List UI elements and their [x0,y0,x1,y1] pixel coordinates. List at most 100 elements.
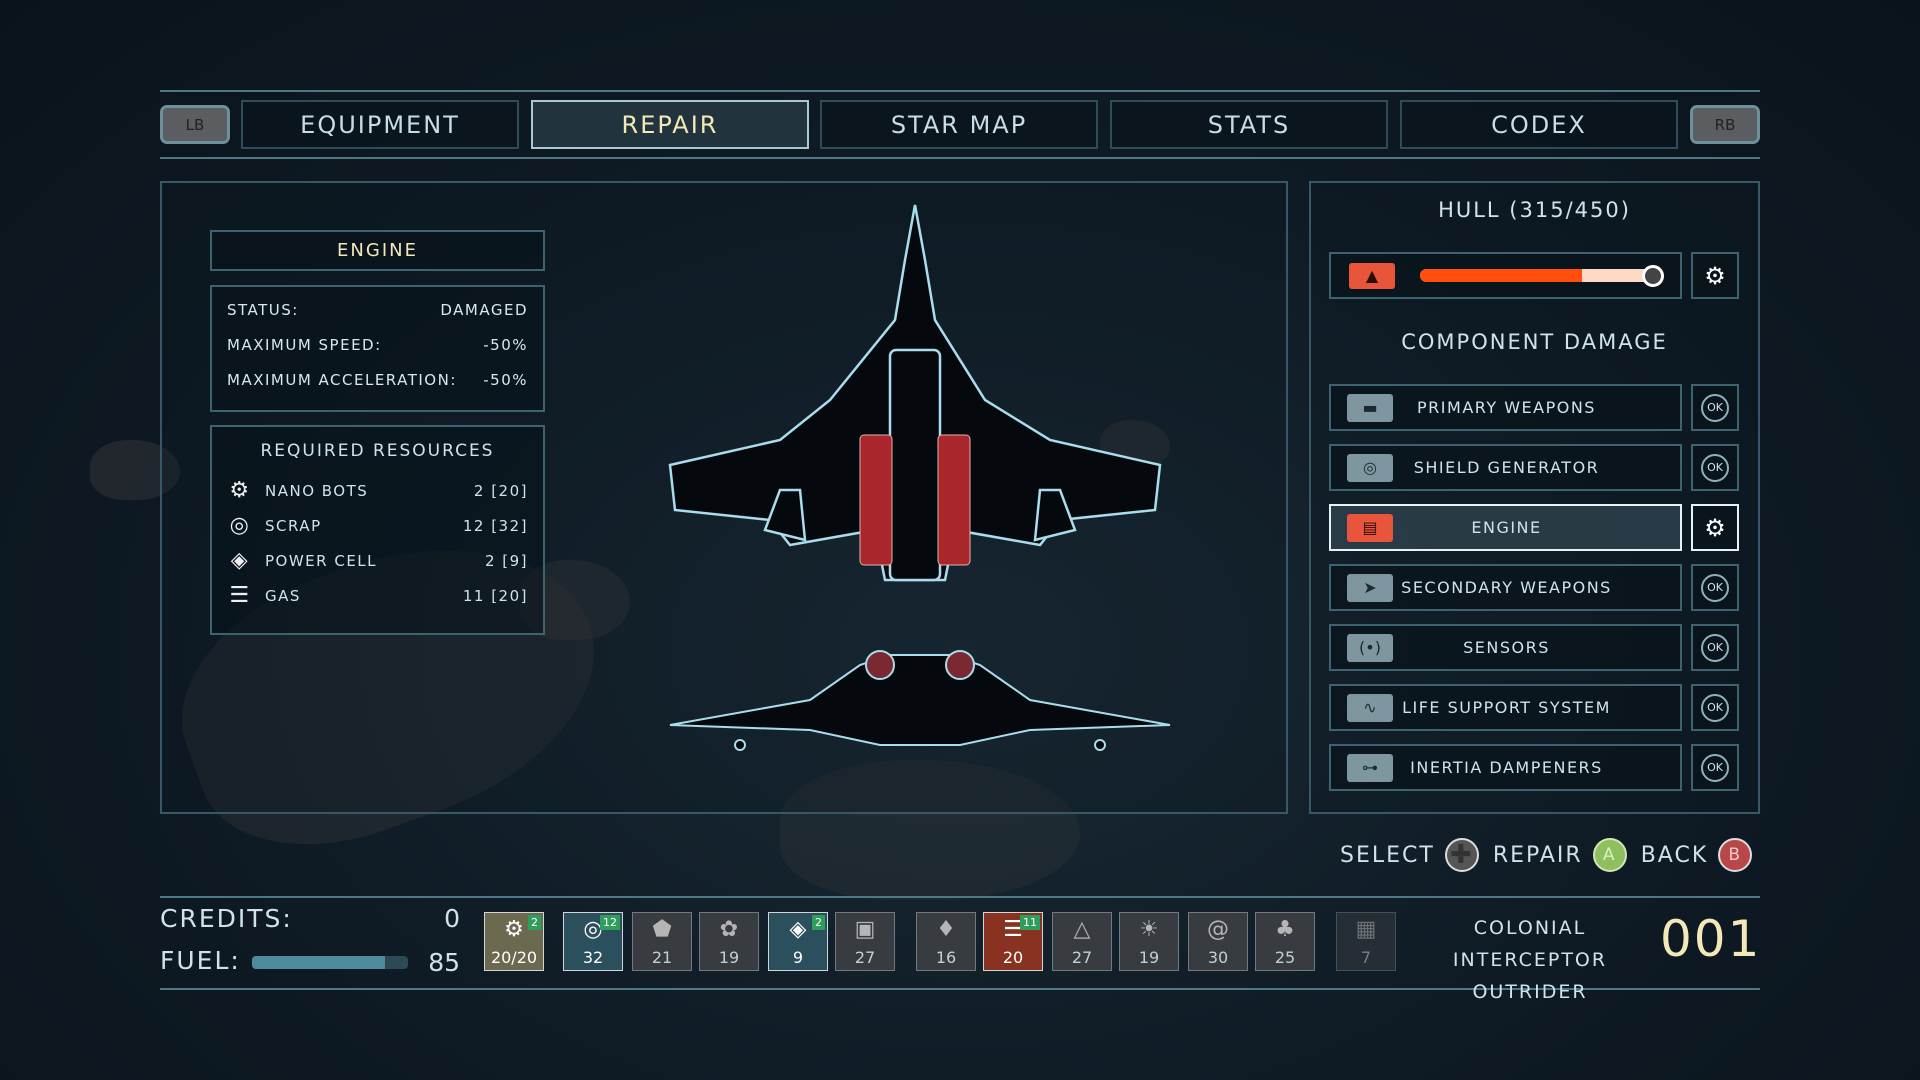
stat-max-speed: MAXIMUM SPEED: -50% [227,336,528,371]
tile-badge: 2 [528,915,541,930]
component-sensors[interactable]: (•)SENSORS [1329,624,1682,671]
resource-amount: 11 [20] [462,586,528,605]
tab-equipment[interactable]: EQUIPMENT [241,100,519,149]
inventory-tile[interactable]: ♦ 16 [916,912,976,971]
b-button-icon[interactable]: B [1718,838,1753,872]
component-secondary-weapons[interactable]: ➤SECONDARY WEAPONS [1329,564,1682,611]
gas-icon: ☰ [229,583,251,608]
divider [160,157,1760,159]
tile-count: 25 [1274,948,1296,967]
tile-count: 19 [718,948,740,967]
divider [160,988,1760,990]
status-ok-button[interactable]: OK [1691,384,1739,431]
inventory-tile[interactable]: ♣ 25 [1255,912,1315,971]
resource-amount: 2 [9] [484,551,528,570]
resource-amount: 2 [20] [473,481,528,500]
ship-name: OUTRIDER [1472,981,1588,1003]
repair-gear-icon: ⚙ [1704,513,1726,542]
component-life-support-system[interactable]: ∿LIFE SUPPORT SYSTEM [1329,684,1682,731]
component-label: ENGINE [1471,518,1542,537]
inventory-tile[interactable]: ▦7 [1336,912,1396,971]
resource-icon: ♦ [936,917,956,942]
component-engine[interactable]: ▤ ENGINE [1329,504,1682,551]
primary-weapons-icon: ▬ [1347,393,1393,422]
repair-component-button[interactable]: ⚙ [1691,504,1739,551]
scrap-icon: ◎ [229,513,251,538]
inventory-tile[interactable]: △27 [1052,912,1112,971]
inventory-tile[interactable]: @30 [1188,912,1248,971]
tile-badge: 2 [812,915,825,930]
component-title: ENGINE [210,230,545,271]
resource-name: POWER CELL [265,551,378,570]
stat-value: -50% [483,336,528,354]
divider [160,90,1760,92]
inventory-tile[interactable]: ⬟21 [632,912,692,971]
repair-gear-icon: ⚙ [1704,261,1726,290]
fuel-value: 85 [428,948,460,977]
credits-value: 0 [444,904,460,933]
tile-count: 9 [792,948,804,967]
component-damage-title: COMPONENT DAMAGE [1401,330,1668,354]
status-ok-button[interactable]: OK [1691,444,1739,491]
resource-icon: ✿ [719,917,739,942]
stat-value: -50% [483,371,528,389]
tile-count: 16 [935,948,957,967]
tab-stats[interactable]: STATS [1110,100,1388,149]
controller-hints: SELECT ✚ REPAIR A BACK B [1340,838,1766,872]
component-primary-weapons[interactable]: ▬ PRIMARY WEAPONS [1329,384,1682,431]
ship-icon: ▲ [1349,263,1395,289]
repair-hull-button[interactable]: ⚙ [1691,252,1739,299]
status-ok-button[interactable]: OK [1691,744,1739,791]
component-shield-generator[interactable]: ◎SHIELD GENERATOR [1329,444,1682,491]
resource-name: GAS [265,586,301,605]
lb-button[interactable]: LB [160,105,230,144]
tile-count: 30 [1207,948,1229,967]
stat-label: MAXIMUM SPEED: [227,336,382,354]
resource-icon: ⬟ [652,917,672,942]
component-label: INERTIA DAMPENERS [1410,758,1603,777]
ship-class: COLONIAL INTERCEPTOR [1452,917,1608,971]
hull-bar-container: ▲ [1329,252,1682,299]
stat-label: STATUS: [227,301,299,319]
inventory-tile[interactable]: ▣27 [835,912,895,971]
status-ok-button[interactable]: OK [1691,624,1739,671]
status-ok-button[interactable]: OK [1691,564,1739,611]
life-support-system-icon: ∿ [1347,693,1393,722]
tile-count: 27 [1071,948,1093,967]
tile-count: 7 [1360,948,1372,967]
ok-icon: OK [1701,693,1729,722]
resource-icon: ☀ [1139,917,1159,942]
inventory-tile[interactable]: ✿ 19 [699,912,759,971]
resource-icon: ♣ [1275,917,1295,942]
inventory-tile[interactable]: ◈ 9 2 [768,912,828,971]
hull-bar [1420,269,1652,282]
resource-icon: ▦ [1355,917,1377,942]
tab-star-map[interactable]: STAR MAP [820,100,1098,149]
engine-icon: ▤ [1347,513,1393,542]
resource-icon: ▣ [854,917,876,942]
component-inertia-dampeners[interactable]: ⊶ INERTIA DAMPENERS [1329,744,1682,791]
a-button-icon[interactable]: A [1592,838,1627,872]
ship-blueprint [668,204,1171,751]
resource-icon: ◈ [789,917,807,942]
stat-max-acceleration: MAXIMUM ACCELERATION:-50% [227,371,528,406]
asteroid [780,760,1080,900]
inventory-tile[interactable]: ☀19 [1119,912,1179,971]
ok-icon: OK [1701,393,1729,422]
ok-icon: OK [1701,633,1729,662]
status-ok-button[interactable]: OK [1691,684,1739,731]
tab-codex[interactable]: CODEX [1400,100,1678,149]
component-label: PRIMARY WEAPONS [1417,398,1596,417]
resource-icon: @ [1207,917,1229,942]
tile-count: 32 [582,948,604,967]
ok-icon: OK [1701,453,1729,482]
inertia-dampeners-icon: ⊶ [1347,753,1393,782]
rb-button[interactable]: RB [1690,105,1760,144]
stat-status: STATUS:DAMAGED [227,301,528,336]
tab-repair[interactable]: REPAIR [531,100,809,149]
